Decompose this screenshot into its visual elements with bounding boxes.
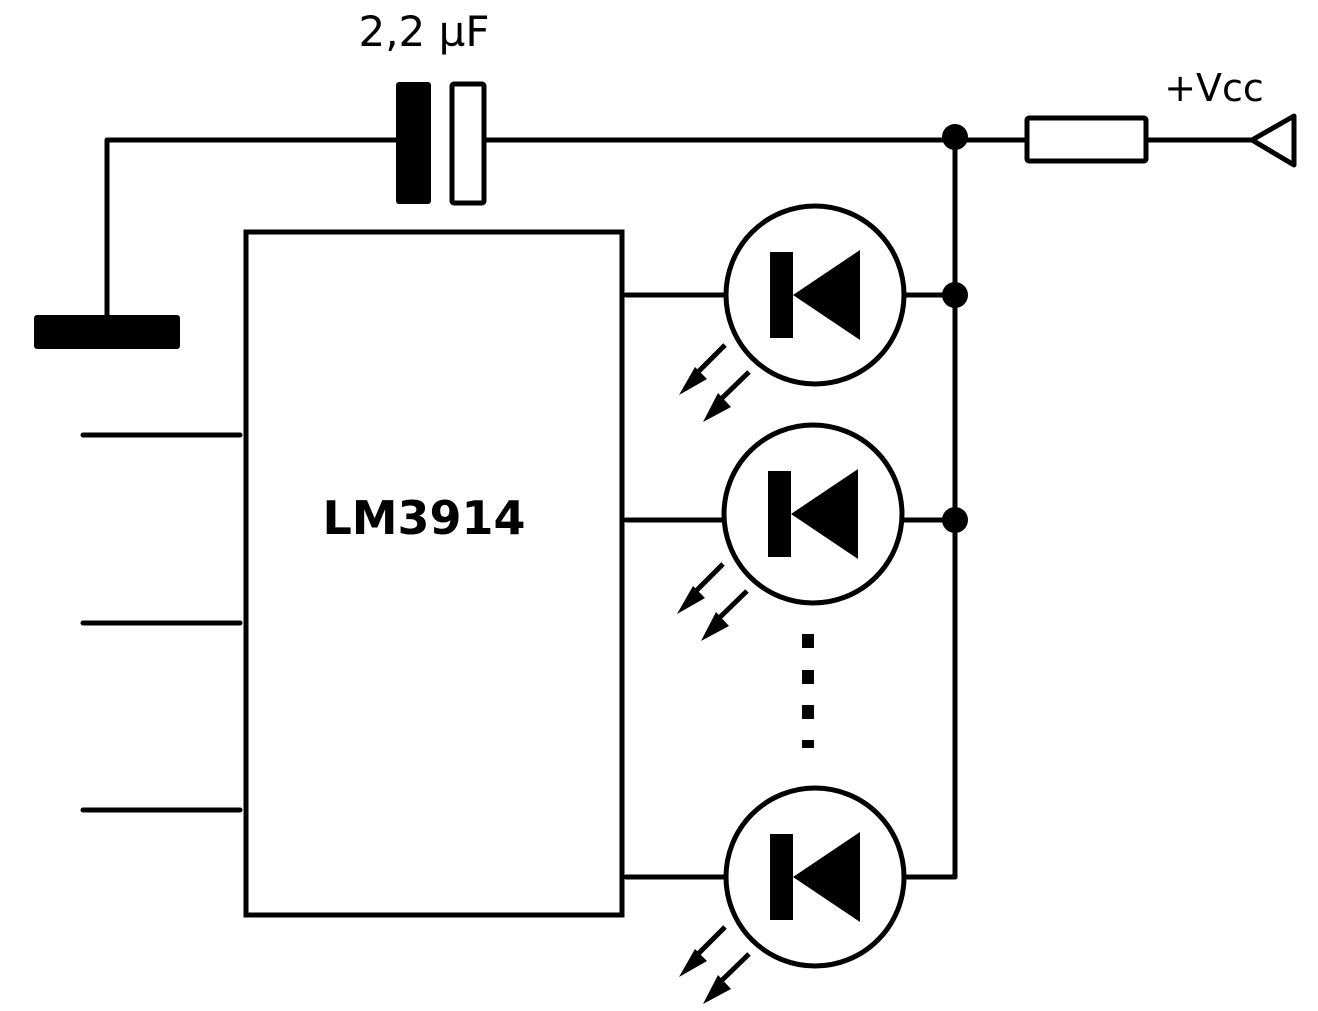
junction-dot-led-2 bbox=[942, 507, 968, 533]
vertical-ellipsis bbox=[802, 634, 814, 748]
vcc-terminal-symbol bbox=[1249, 113, 1297, 168]
led-1 bbox=[679, 206, 904, 422]
ic-body bbox=[243, 229, 625, 918]
led-n bbox=[679, 788, 904, 1004]
capacitor-label: 2,2 µF bbox=[358, 7, 489, 56]
capacitor-plate-filled bbox=[396, 82, 431, 204]
junction-dot-led-1 bbox=[942, 282, 968, 308]
ground-wire bbox=[104, 137, 400, 323]
resistor bbox=[1024, 115, 1149, 164]
vcc-label: +Vcc bbox=[1164, 66, 1264, 110]
capacitor-plate-open bbox=[449, 81, 487, 206]
capacitor bbox=[396, 81, 487, 206]
junction-dot-top bbox=[942, 124, 968, 150]
led-2 bbox=[677, 425, 902, 641]
ic-label: LM3914 bbox=[322, 491, 525, 545]
ground-symbol bbox=[34, 315, 180, 349]
